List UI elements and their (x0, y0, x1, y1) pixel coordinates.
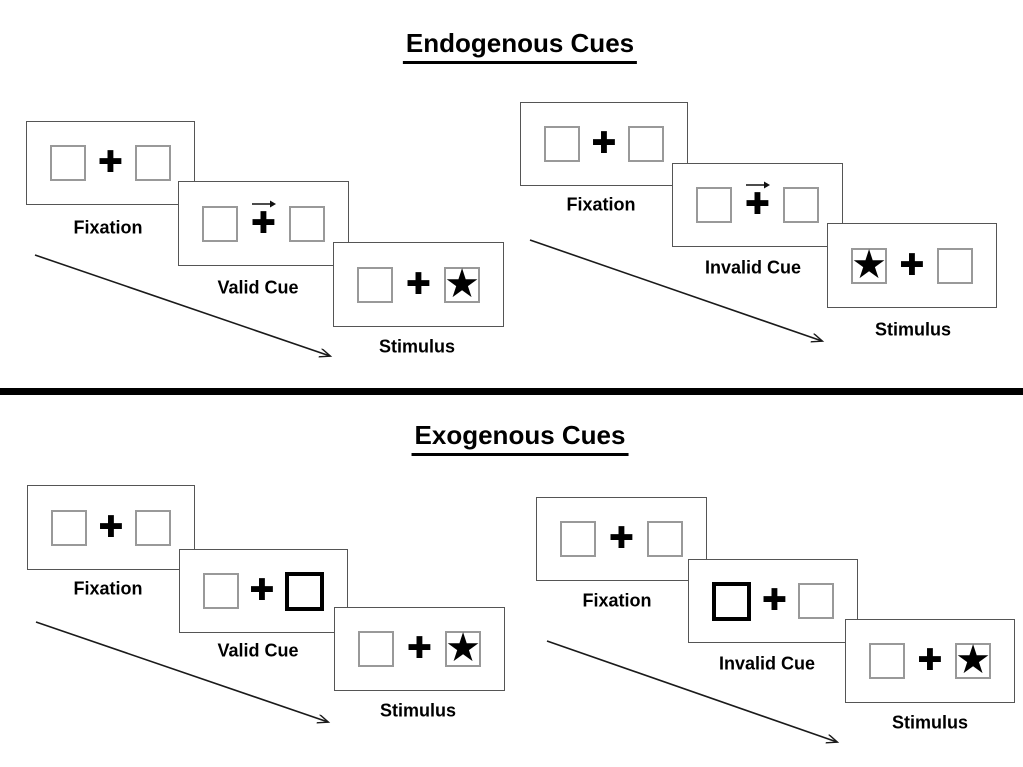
fixation-cross-icon: ✚ (899, 247, 925, 283)
fixation-cross-icon: ✚ (591, 126, 617, 161)
placeholder-box-left (358, 631, 394, 667)
panel-label: Fixation (73, 578, 143, 599)
fixation-cross-icon: ✚ (406, 631, 433, 666)
exogenous-valid-cue-panel: ✚ (179, 549, 348, 633)
fixation-panel: ✚ (536, 497, 707, 581)
sequence-arrow (35, 621, 328, 722)
placeholder-box-left (50, 145, 86, 181)
fixation-cross-icon: ✚ (405, 266, 432, 302)
stimulus-panel: ✚ ★ (333, 242, 504, 327)
placeholder-box-left (202, 205, 238, 242)
sequence-arrow (529, 239, 822, 341)
panel-label: Valid Cue (217, 277, 299, 298)
target-box-left: ★ (851, 241, 887, 288)
target-box-right: ★ (445, 625, 481, 671)
stimulus-panel: ★ ✚ (827, 223, 997, 308)
fixation-panel: ✚ (26, 121, 195, 205)
fixation-cross-icon: ✚ (98, 509, 124, 545)
star-icon: ★ (851, 241, 887, 288)
placeholder-box-left (696, 187, 732, 223)
placeholder-box-left (357, 266, 393, 303)
panel-label: Stimulus (891, 712, 969, 733)
section-divider (0, 388, 1023, 395)
panel-label: Fixation (582, 590, 652, 611)
fixation-cross-icon: ✚ (608, 521, 635, 556)
section-title-exogenous: Exogenous Cues (411, 420, 629, 456)
placeholder-box-right (628, 126, 664, 162)
panel-label: Valid Cue (217, 640, 299, 661)
target-box-right: ★ (444, 260, 480, 307)
fixation-cross-icon: ✚ (745, 181, 771, 220)
placeholder-box-left (203, 573, 239, 609)
placeholder-box-right (937, 247, 973, 284)
star-icon: ★ (444, 260, 480, 307)
exogenous-cue-box-right (285, 571, 324, 611)
panel-label: Fixation (566, 194, 636, 215)
placeholder-box-right (135, 509, 171, 546)
fixation-cross-icon: ✚ (761, 583, 788, 618)
panel-label: Fixation (73, 217, 143, 238)
cue-arrow-right-icon (745, 181, 770, 189)
exogenous-cue-box-left (712, 581, 751, 621)
endogenous-invalid-cue-panel: ✚ (672, 163, 843, 247)
fixation-cross-icon: ✚ (249, 573, 275, 608)
placeholder-box-right (289, 205, 325, 242)
panel-label: Invalid Cue (718, 653, 816, 674)
star-icon: ★ (955, 637, 991, 683)
fixation-cross-icon: ✚ (917, 643, 943, 678)
star-icon: ★ (445, 625, 481, 671)
placeholder-box-right (647, 521, 683, 557)
panel-label: Stimulus (874, 319, 952, 340)
panel-label: Invalid Cue (704, 257, 802, 278)
placeholder-box-left (544, 126, 580, 162)
exogenous-invalid-cue-panel: ✚ (688, 559, 858, 643)
placeholder-box-left (51, 509, 87, 546)
cue-arrow-right-icon (251, 200, 276, 207)
fixation-panel: ✚ (520, 102, 688, 186)
stimulus-panel: ✚ ★ (334, 607, 505, 691)
sequence-arrow (34, 254, 330, 356)
endogenous-valid-cue-panel: ✚ (178, 181, 349, 266)
placeholder-box-right (135, 145, 171, 181)
panel-label: Stimulus (379, 700, 457, 721)
placeholder-box-left (560, 521, 596, 557)
fixation-panel: ✚ (27, 485, 195, 570)
fixation-cross-icon: ✚ (251, 200, 277, 238)
placeholder-box-right (783, 187, 819, 223)
stimulus-panel: ✚ ★ (845, 619, 1015, 703)
target-box-right: ★ (955, 637, 991, 683)
placeholder-box-left (869, 643, 905, 679)
placeholder-box-right (798, 583, 834, 619)
section-title-endogenous: Endogenous Cues (402, 28, 638, 64)
fixation-cross-icon: ✚ (97, 145, 124, 180)
panel-label: Stimulus (378, 336, 456, 357)
